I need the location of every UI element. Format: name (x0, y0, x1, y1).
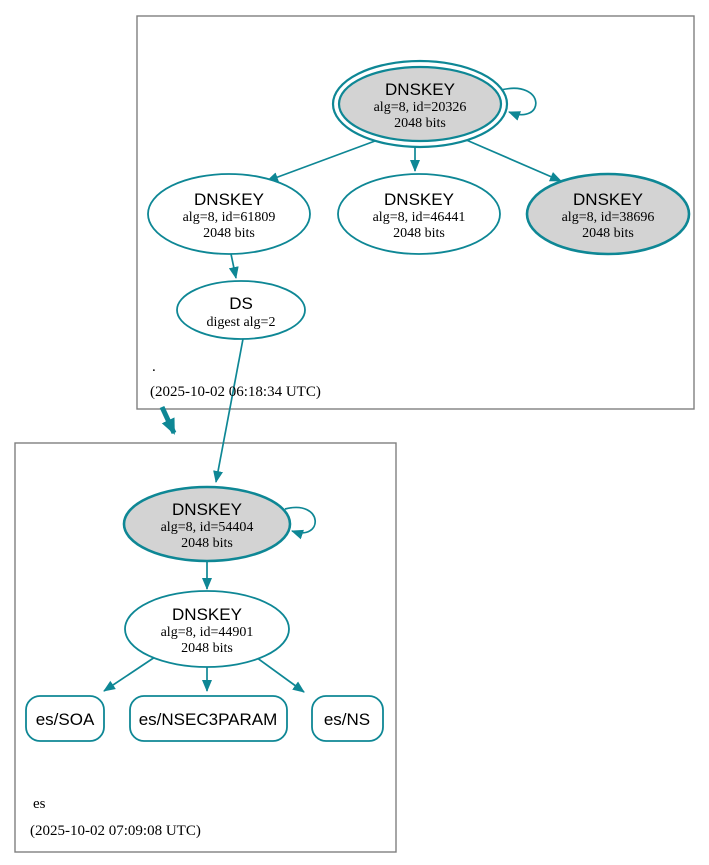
es-zone-timestamp: (2025-10-02 07:09:08 UTC) (30, 823, 201, 839)
edge-es-zsk-to-soa (103, 654, 159, 692)
node-digest: digest alg=2 (207, 315, 276, 330)
node-alg: alg=8, id=61809 (183, 210, 276, 225)
node-root-dnskey-38696[interactable]: DNSKEY alg=8, id=38696 2048 bits (525, 172, 691, 256)
dnskey-ellipse[interactable] (525, 172, 691, 256)
node-es-nsec3param[interactable]: es/NSEC3PARAM (129, 695, 288, 742)
edge-zsk1-to-ds (228, 253, 239, 279)
node-root-dnskey-61809[interactable]: DNSKEY alg=8, id=61809 2048 bits (147, 173, 311, 255)
node-root-dnskey-20326[interactable]: DNSKEY alg=8, id=20326 2048 bits (331, 59, 509, 149)
dnskey-ellipse[interactable] (122, 485, 292, 563)
edge-root-ksk-self-loop (500, 87, 537, 121)
ds-ellipse[interactable] (176, 280, 306, 340)
dnskey-ellipse[interactable] (124, 590, 290, 668)
node-title: DNSKEY (194, 190, 264, 209)
node-title: DNSKEY (385, 80, 455, 99)
es-zone-box (14, 442, 397, 853)
rrset-box[interactable] (129, 695, 288, 742)
node-title: DNSKEY (573, 190, 643, 209)
node-alg: alg=8, id=54404 (161, 520, 254, 535)
rrset-box[interactable] (311, 695, 384, 742)
node-root-dnskey-46441[interactable]: DNSKEY alg=8, id=46441 2048 bits (337, 173, 501, 255)
node-bits: 2048 bits (181, 536, 233, 551)
edge-es-zsk-to-ns (252, 654, 305, 693)
node-title: DNSKEY (384, 190, 454, 209)
node-bits: 2048 bits (582, 226, 634, 241)
node-title: DS (229, 294, 253, 313)
node-bits: 2048 bits (181, 641, 233, 656)
node-es-dnskey-54404[interactable]: DNSKEY alg=8, id=54404 2048 bits (122, 485, 292, 563)
node-es-ns[interactable]: es/NS (311, 695, 384, 742)
node-title: DNSKEY (172, 500, 242, 519)
edge-root-ksk-to-zsk1 (266, 140, 376, 182)
node-es-soa[interactable]: es/SOA (25, 695, 105, 742)
edge-root-ksk-to-key3 (463, 138, 562, 182)
root-zone-timestamp: (2025-10-02 06:18:34 UTC) (150, 384, 321, 400)
root-zone-box (136, 15, 695, 410)
node-title: DNSKEY (172, 605, 242, 624)
node-es-dnskey-44901[interactable]: DNSKEY alg=8, id=44901 2048 bits (124, 590, 290, 668)
node-alg: alg=8, id=44901 (161, 625, 254, 640)
es-zone-label: es (33, 796, 46, 812)
edge-es-ksk-self-loop (284, 506, 316, 540)
rrset-label: es/NSEC3PARAM (139, 710, 278, 729)
root-ksk-ellipse[interactable] (337, 65, 503, 143)
node-alg: alg=8, id=46441 (373, 210, 466, 225)
dnskey-ellipse[interactable] (337, 173, 501, 255)
node-bits: 2048 bits (203, 226, 255, 241)
rrset-label: es/SOA (36, 710, 95, 729)
edge-ds-to-es-ksk (213, 338, 244, 483)
rrset-label: es/NS (324, 710, 370, 729)
node-root-ds[interactable]: DS digest alg=2 (176, 280, 306, 340)
node-bits: 2048 bits (393, 226, 445, 241)
rrset-box[interactable] (25, 695, 105, 742)
delegation-arrow (159, 405, 177, 435)
root-zone-label: . (152, 359, 156, 375)
dnskey-ellipse[interactable] (147, 173, 311, 255)
node-bits: 2048 bits (394, 116, 446, 131)
node-alg: alg=8, id=38696 (562, 210, 655, 225)
node-alg: alg=8, id=20326 (374, 100, 467, 115)
